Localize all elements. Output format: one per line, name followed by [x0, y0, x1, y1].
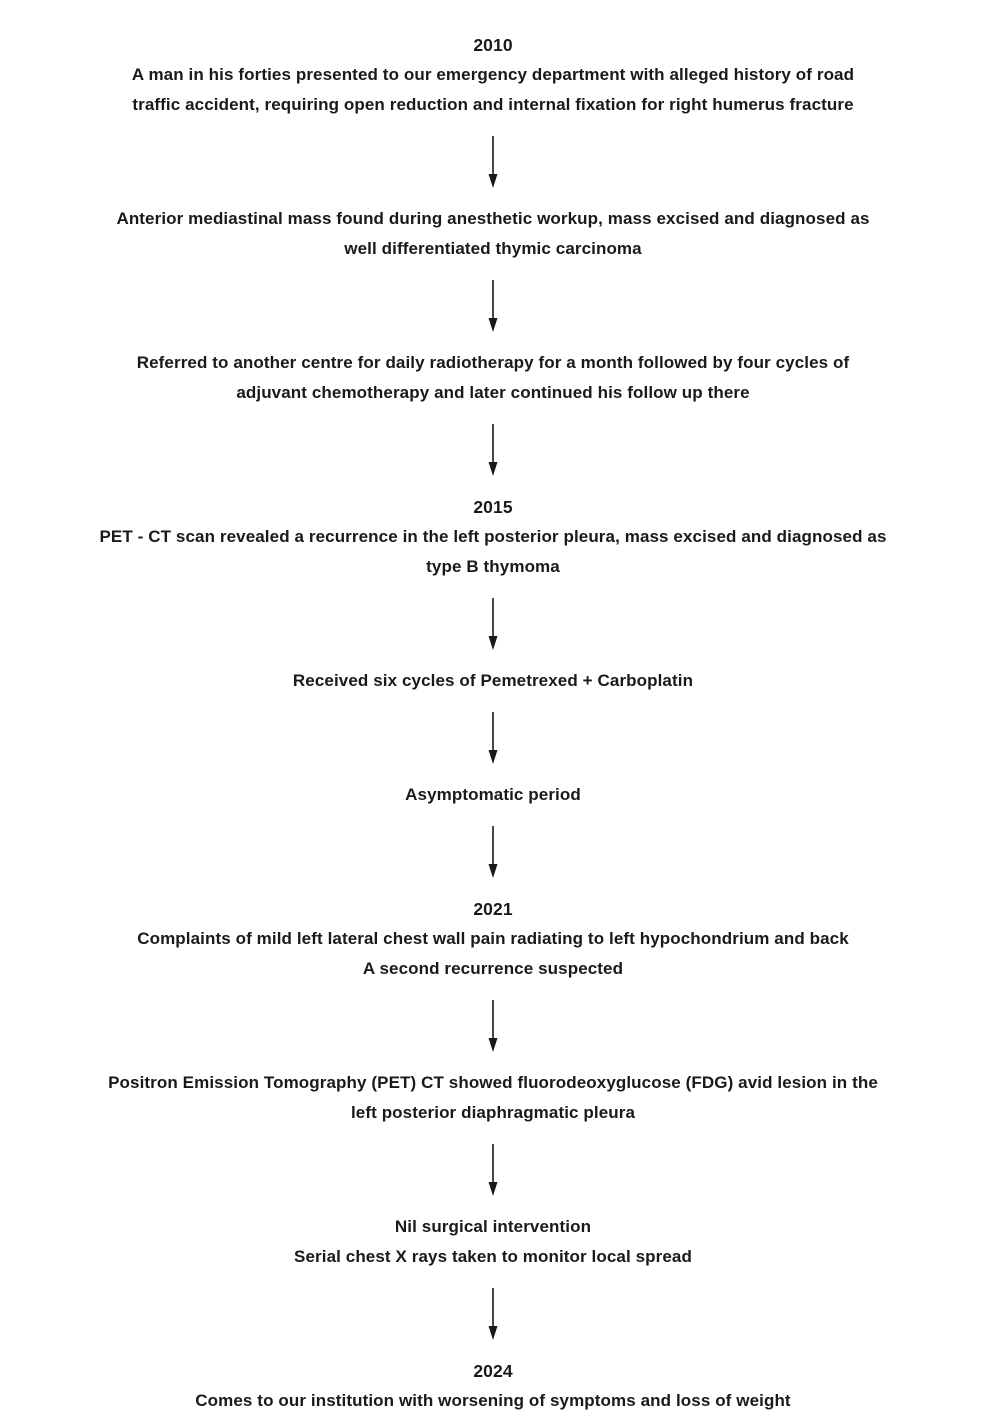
timeline-step-2015: 2015 PET - CT scan revealed a recurrence… — [28, 492, 958, 582]
down-arrow-icon — [488, 712, 498, 764]
step-year: 2024 — [473, 1361, 513, 1381]
flow-arrow — [486, 712, 500, 764]
step-text-line: A man in his forties presented to our em… — [131, 65, 855, 84]
timeline-step-chemotherapy: Received six cycles of Pemetrexed + Carb… — [28, 666, 958, 696]
timeline-step-2024: 2024 Comes to our institution with worse… — [28, 1356, 958, 1416]
step-text-line: Nil surgical intervention — [394, 1217, 592, 1236]
timeline-step-pet-ct: Positron Emission Tomography (PET) CT sh… — [28, 1068, 958, 1128]
flow-arrow — [486, 826, 500, 878]
step-text-line: Referred to another centre for daily rad… — [136, 353, 850, 372]
step-text-line: A second recurrence suspected — [362, 959, 624, 978]
down-arrow-icon — [488, 1000, 498, 1052]
step-text-line: adjuvant chemotherapy and later continue… — [236, 383, 750, 402]
flow-arrow — [486, 1288, 500, 1340]
flow-arrow — [486, 1144, 500, 1196]
step-text-line: PET - CT scan revealed a recurrence in t… — [99, 527, 887, 546]
flow-arrow — [486, 280, 500, 332]
step-text-line: Comes to our institution with worsening … — [195, 1391, 791, 1410]
step-text-line: type B thymoma — [426, 557, 560, 576]
timeline-step-2010: 2010 A man in his forties presented to o… — [28, 30, 958, 120]
timeline-step-asymptomatic: Asymptomatic period — [28, 780, 958, 810]
step-text-line: left posterior diaphragmatic pleura — [350, 1103, 636, 1122]
timeline-step-surveillance: Nil surgical intervention Serial chest X… — [28, 1212, 958, 1272]
down-arrow-icon — [488, 598, 498, 650]
step-year: 2010 — [473, 35, 513, 55]
step-text-line: Complaints of mild left lateral chest wa… — [137, 929, 849, 948]
flow-arrow — [486, 1000, 500, 1052]
down-arrow-icon — [488, 1144, 498, 1196]
step-year: 2015 — [473, 497, 513, 517]
down-arrow-icon — [488, 280, 498, 332]
flow-arrow — [486, 598, 500, 650]
timeline-step-radiotherapy: Referred to another centre for daily rad… — [28, 348, 958, 408]
step-text-line: well differentiated thymic carcinoma — [344, 239, 642, 258]
timeline-step-2021: 2021 Complaints of mild left lateral che… — [28, 894, 958, 984]
step-text-line: Positron Emission Tomography (PET) CT sh… — [108, 1073, 878, 1092]
flow-arrow — [486, 136, 500, 188]
down-arrow-icon — [488, 826, 498, 878]
down-arrow-icon — [488, 136, 498, 188]
step-text-line: traffic accident, requiring open reducti… — [132, 95, 854, 114]
step-year: 2021 — [473, 899, 513, 919]
step-text-line: Anterior mediastinal mass found during a… — [116, 209, 870, 228]
flow-arrow — [486, 424, 500, 476]
down-arrow-icon — [488, 1288, 498, 1340]
step-text-line: Asymptomatic period — [405, 785, 581, 804]
timeline-step-mediastinal-mass: Anterior mediastinal mass found during a… — [28, 204, 958, 264]
step-text-line: Serial chest X rays taken to monitor loc… — [294, 1247, 692, 1266]
down-arrow-icon — [488, 424, 498, 476]
step-text-line: Received six cycles of Pemetrexed + Carb… — [292, 671, 694, 690]
